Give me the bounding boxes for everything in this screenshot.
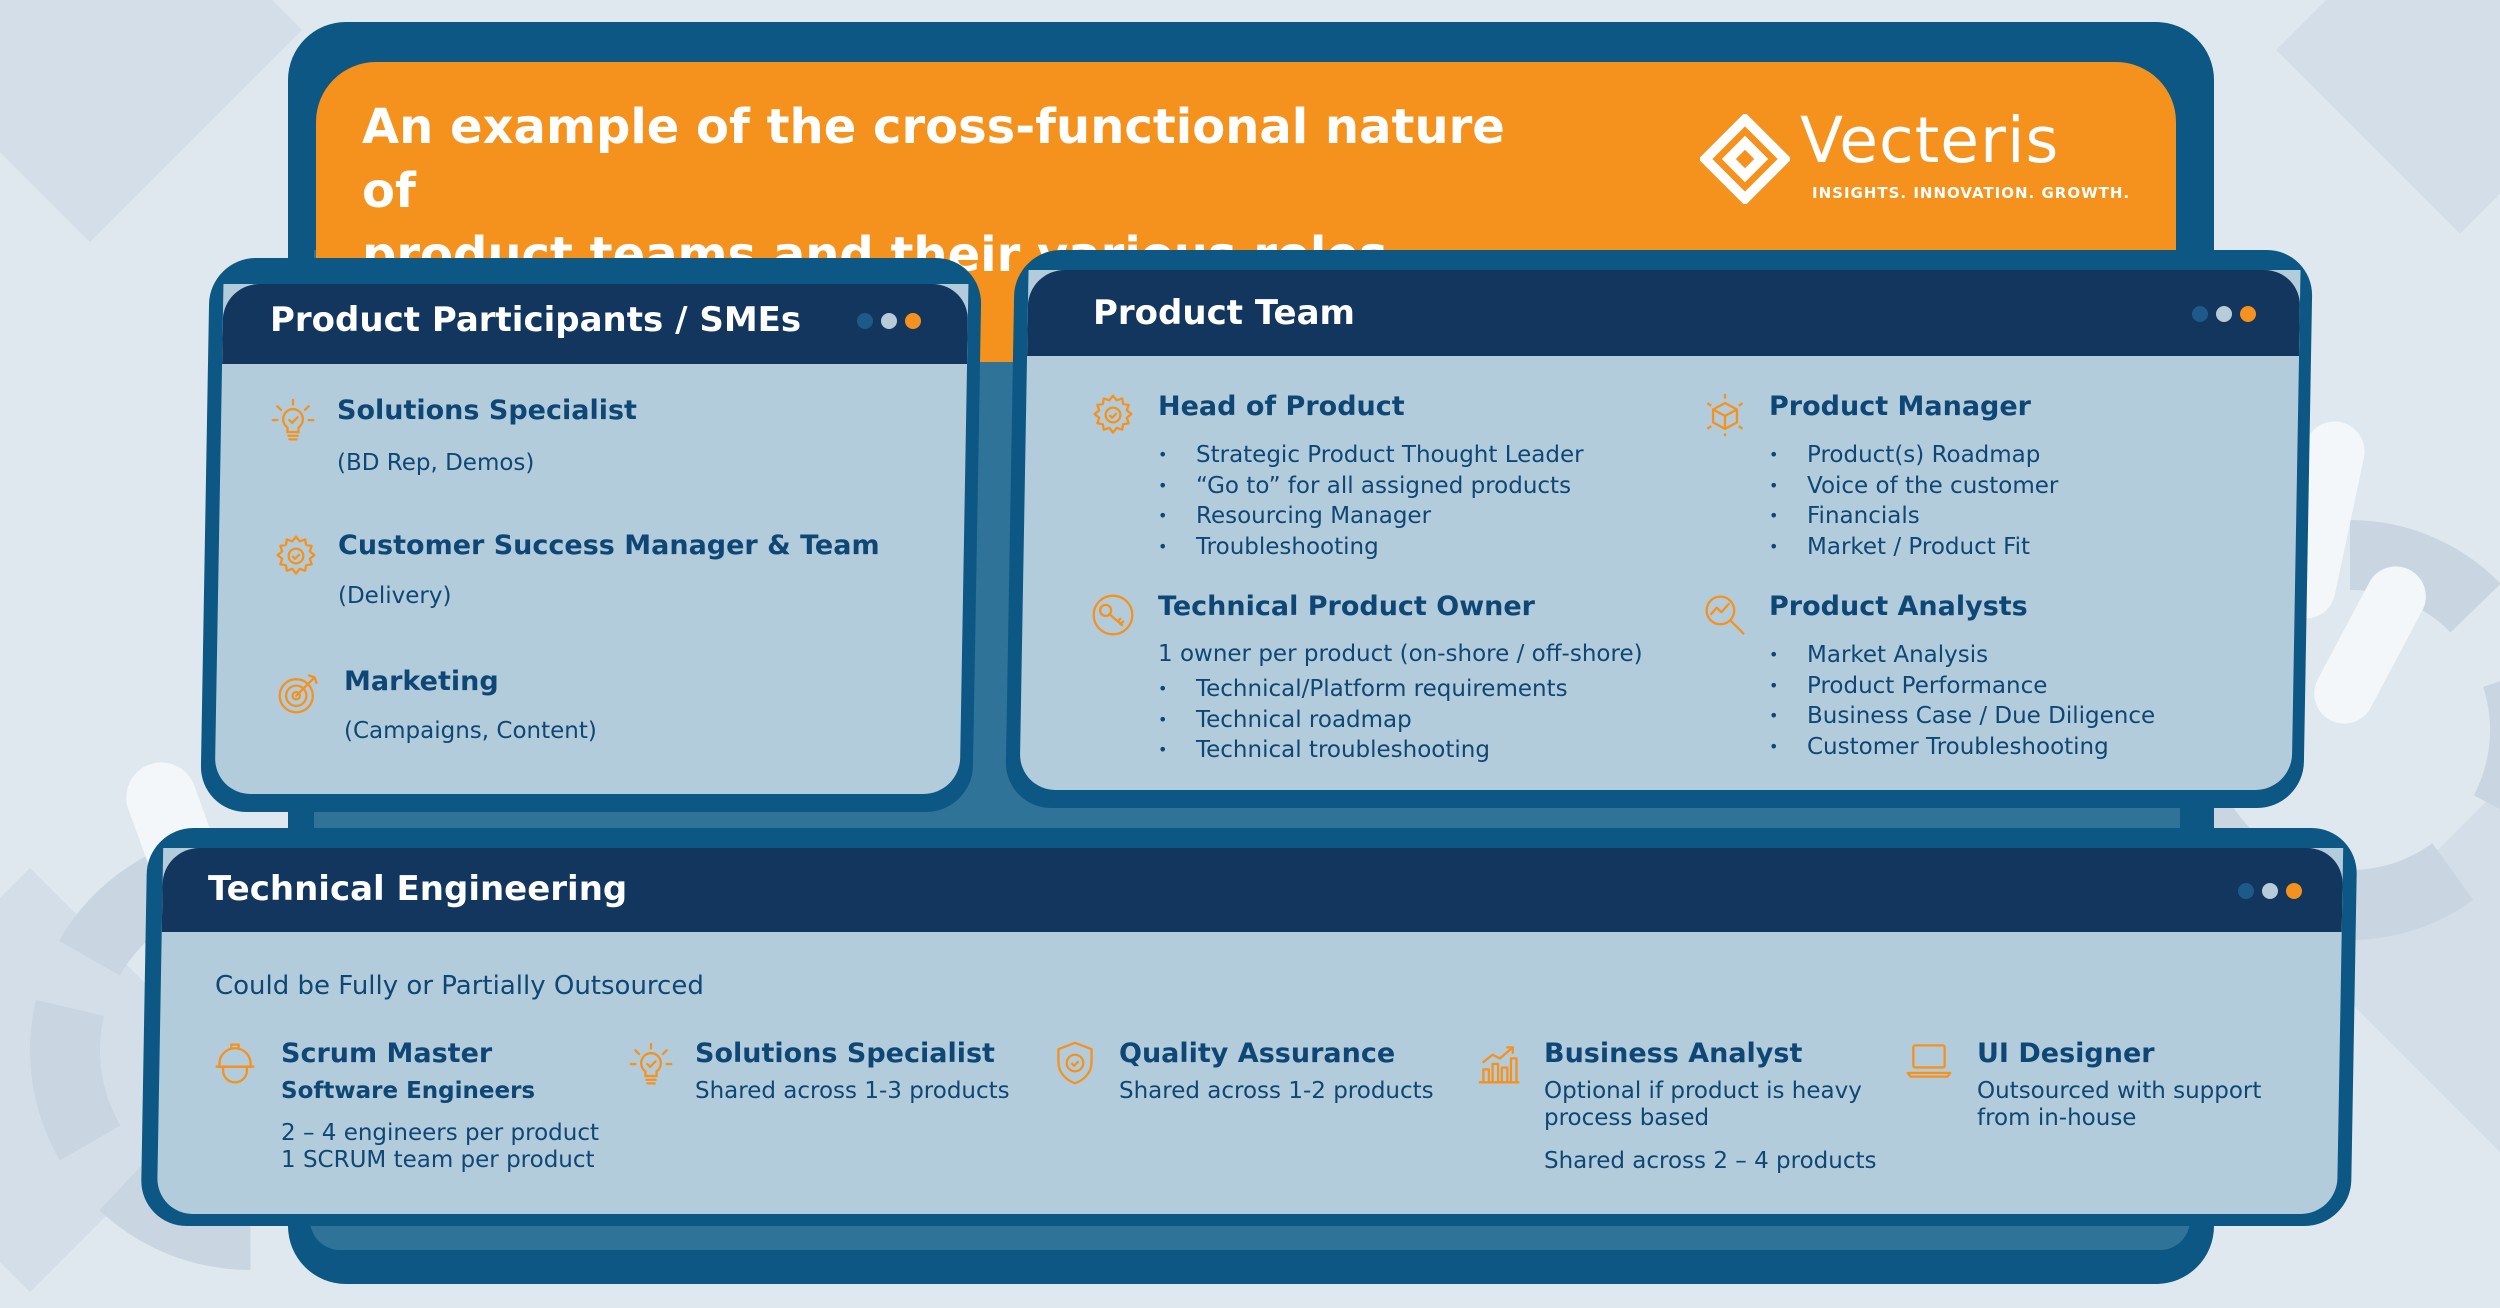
list-item: Voice of the customer [1769, 471, 2058, 502]
tpo-bullets: Technical/Platform requirements Technica… [1158, 674, 1568, 766]
role-detail: Software Engineers [281, 1078, 536, 1104]
page-title-line-1: An example of the cross-functional natur… [362, 99, 1505, 219]
role-subtitle: (BD Rep, Demos) [337, 450, 535, 476]
list-item: Market / Product Fit [1769, 532, 2058, 563]
logo-tagline: INSIGHTS. INNOVATION. GROWTH. [1812, 184, 2131, 202]
product-analysts-bullets: Market Analysis Product Performance Busi… [1769, 640, 2155, 762]
laptop-icon [1906, 1044, 1952, 1078]
window-dot [2286, 883, 2302, 899]
vecteris-logo: Vecteris INSIGHTS. INNOVATION. GROWTH. [1700, 104, 2129, 212]
role-title: Quality Assurance [1119, 1038, 1396, 1069]
vecteris-logo-icon [1700, 114, 1790, 204]
window-dot [2262, 883, 2278, 899]
role-title: Customer Success Manager & Team [338, 530, 880, 561]
role-title: Marketing [344, 666, 499, 697]
role-title: UI Designer [1977, 1038, 2155, 1069]
background-diamond [2276, 0, 2500, 234]
role-title: Head of Product [1158, 391, 1405, 422]
list-item: “Go to” for all assigned products [1158, 471, 1584, 502]
analytics-icon [1705, 595, 1745, 635]
participants-card-title: Product Participants / SMEs [270, 300, 802, 340]
list-item: Resourcing Manager [1158, 501, 1584, 532]
shield-icon [1057, 1041, 1093, 1085]
role-subtitle: (Campaigns, Content) [344, 718, 597, 744]
role-title: Product Manager [1769, 391, 2031, 422]
window-dot [2216, 306, 2232, 322]
role-detail: Shared across 1-2 products [1119, 1078, 1434, 1104]
window-dots [2238, 883, 2302, 899]
logo-name: Vecteris [1800, 104, 2060, 177]
role-title: Business Analyst [1544, 1038, 1803, 1069]
role-detail: Shared across 2 – 4 products [1544, 1148, 1877, 1174]
list-item: Business Case / Due Diligence [1769, 701, 2155, 732]
hardhat-icon [215, 1043, 255, 1084]
list-item: Technical/Platform requirements [1158, 674, 1568, 705]
lightbulb-icon [271, 398, 315, 441]
product-team-card-title: Product Team [1093, 293, 1355, 333]
role-detail: Outsourced with support [1977, 1078, 2262, 1104]
engineering-subtitle: Could be Fully or Partially Outsourced [215, 971, 704, 1001]
role-detail: 2 – 4 engineers per product [281, 1120, 600, 1146]
role-title: Technical Product Owner [1158, 591, 1535, 622]
gear-icon [1093, 394, 1133, 434]
head-of-product-bullets: Strategic Product Thought Leader “Go to”… [1158, 440, 1584, 562]
window-dot [2240, 306, 2256, 322]
bar-chart-icon [1478, 1046, 1520, 1084]
role-subtitle: (Delivery) [338, 583, 452, 609]
lightbulb-icon [629, 1042, 673, 1085]
background-diamond [0, 0, 303, 243]
role-detail: 1 SCRUM team per product [281, 1147, 595, 1173]
product-manager-bullets: Product(s) Roadmap Voice of the customer… [1769, 440, 2058, 562]
window-dot [2192, 306, 2208, 322]
list-item: Product(s) Roadmap [1769, 440, 2058, 471]
role-detail: Shared across 1-3 products [695, 1078, 1010, 1104]
list-item: Product Performance [1769, 671, 2155, 702]
window-dot [905, 313, 921, 329]
role-title: Solutions Specialist [337, 395, 637, 426]
list-item: Technical troubleshooting [1158, 735, 1568, 766]
list-item: Strategic Product Thought Leader [1158, 440, 1584, 471]
list-item: Technical roadmap [1158, 705, 1568, 736]
window-dot [881, 313, 897, 329]
cube-icon [1706, 393, 1744, 437]
key-icon [1092, 594, 1134, 636]
window-dots [2192, 306, 2256, 322]
list-item: Troubleshooting [1158, 532, 1584, 563]
window-dots [857, 313, 921, 329]
role-detail: process based [1544, 1105, 1710, 1131]
role-detail: from in-house [1977, 1105, 2137, 1131]
role-title: Solutions Specialist [695, 1038, 995, 1069]
role-detail: Optional if product is heavy [1544, 1078, 1862, 1104]
role-title: Product Analysts [1769, 591, 2028, 622]
list-item: Market Analysis [1769, 640, 2155, 671]
window-dot [857, 313, 873, 329]
window-dot [2238, 883, 2254, 899]
engineering-card-title: Technical Engineering [208, 869, 628, 909]
role-title: Scrum Master [281, 1038, 493, 1069]
tpo-note: 1 owner per product (on-shore / off-shor… [1158, 641, 1643, 667]
list-item: Customer Troubleshooting [1769, 732, 2155, 763]
gear-icon [276, 535, 316, 575]
list-item: Financials [1769, 501, 2058, 532]
target-icon [278, 674, 318, 714]
